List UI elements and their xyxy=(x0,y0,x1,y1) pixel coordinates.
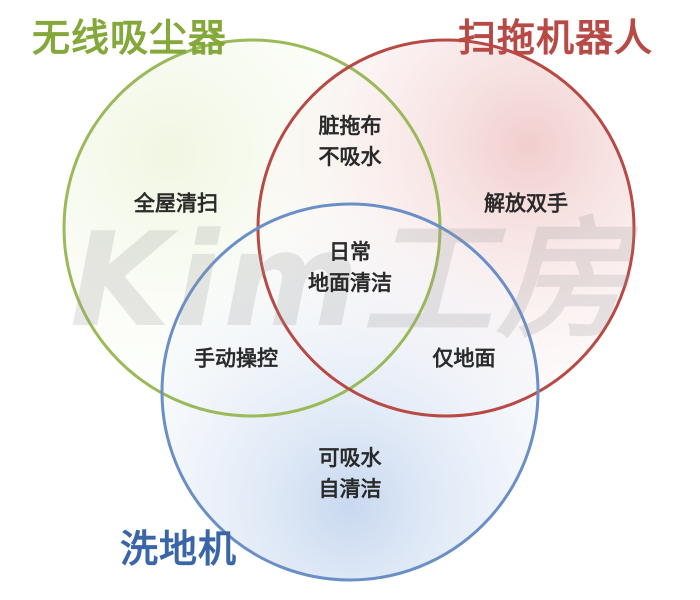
region-robot-washer-line-1: 仅地面 xyxy=(432,346,496,371)
region-washer-only-line-2: 自清洁 xyxy=(318,477,382,501)
region-vacuum-only: 全屋清扫 xyxy=(134,189,218,220)
region-vacuum-robot: 脏拖布 不吸水 xyxy=(319,111,382,173)
region-vacuum-washer-line-1: 手动操控 xyxy=(194,346,278,371)
region-vacuum-only-line-1: 全屋清扫 xyxy=(134,191,218,216)
region-all-three-line-1: 日常 xyxy=(329,240,371,264)
region-vacuum-robot-line-1: 脏拖布 xyxy=(318,114,382,138)
circle-washer xyxy=(162,204,538,580)
region-vacuum-robot-line-2: 不吸水 xyxy=(318,145,382,169)
region-vacuum-washer: 手动操控 xyxy=(194,344,278,375)
region-all-three: 日常 地面清洁 xyxy=(308,237,392,299)
circle-washer-outline xyxy=(160,202,540,582)
region-robot-washer: 仅地面 xyxy=(433,344,496,375)
region-robot-only-line-1: 解放双手 xyxy=(484,191,568,216)
region-all-three-line-2: 地面清洁 xyxy=(308,271,392,295)
set-title-washer: 洗地机 xyxy=(120,527,238,571)
region-washer-only-line-1: 可吸水 xyxy=(318,446,382,470)
region-robot-only: 解放双手 xyxy=(484,189,568,220)
set-title-robot: 扫拖机器人 xyxy=(458,16,654,60)
region-washer-only: 可吸水 自清洁 xyxy=(319,443,382,505)
set-title-vacuum: 无线吸尘器 xyxy=(32,16,228,60)
